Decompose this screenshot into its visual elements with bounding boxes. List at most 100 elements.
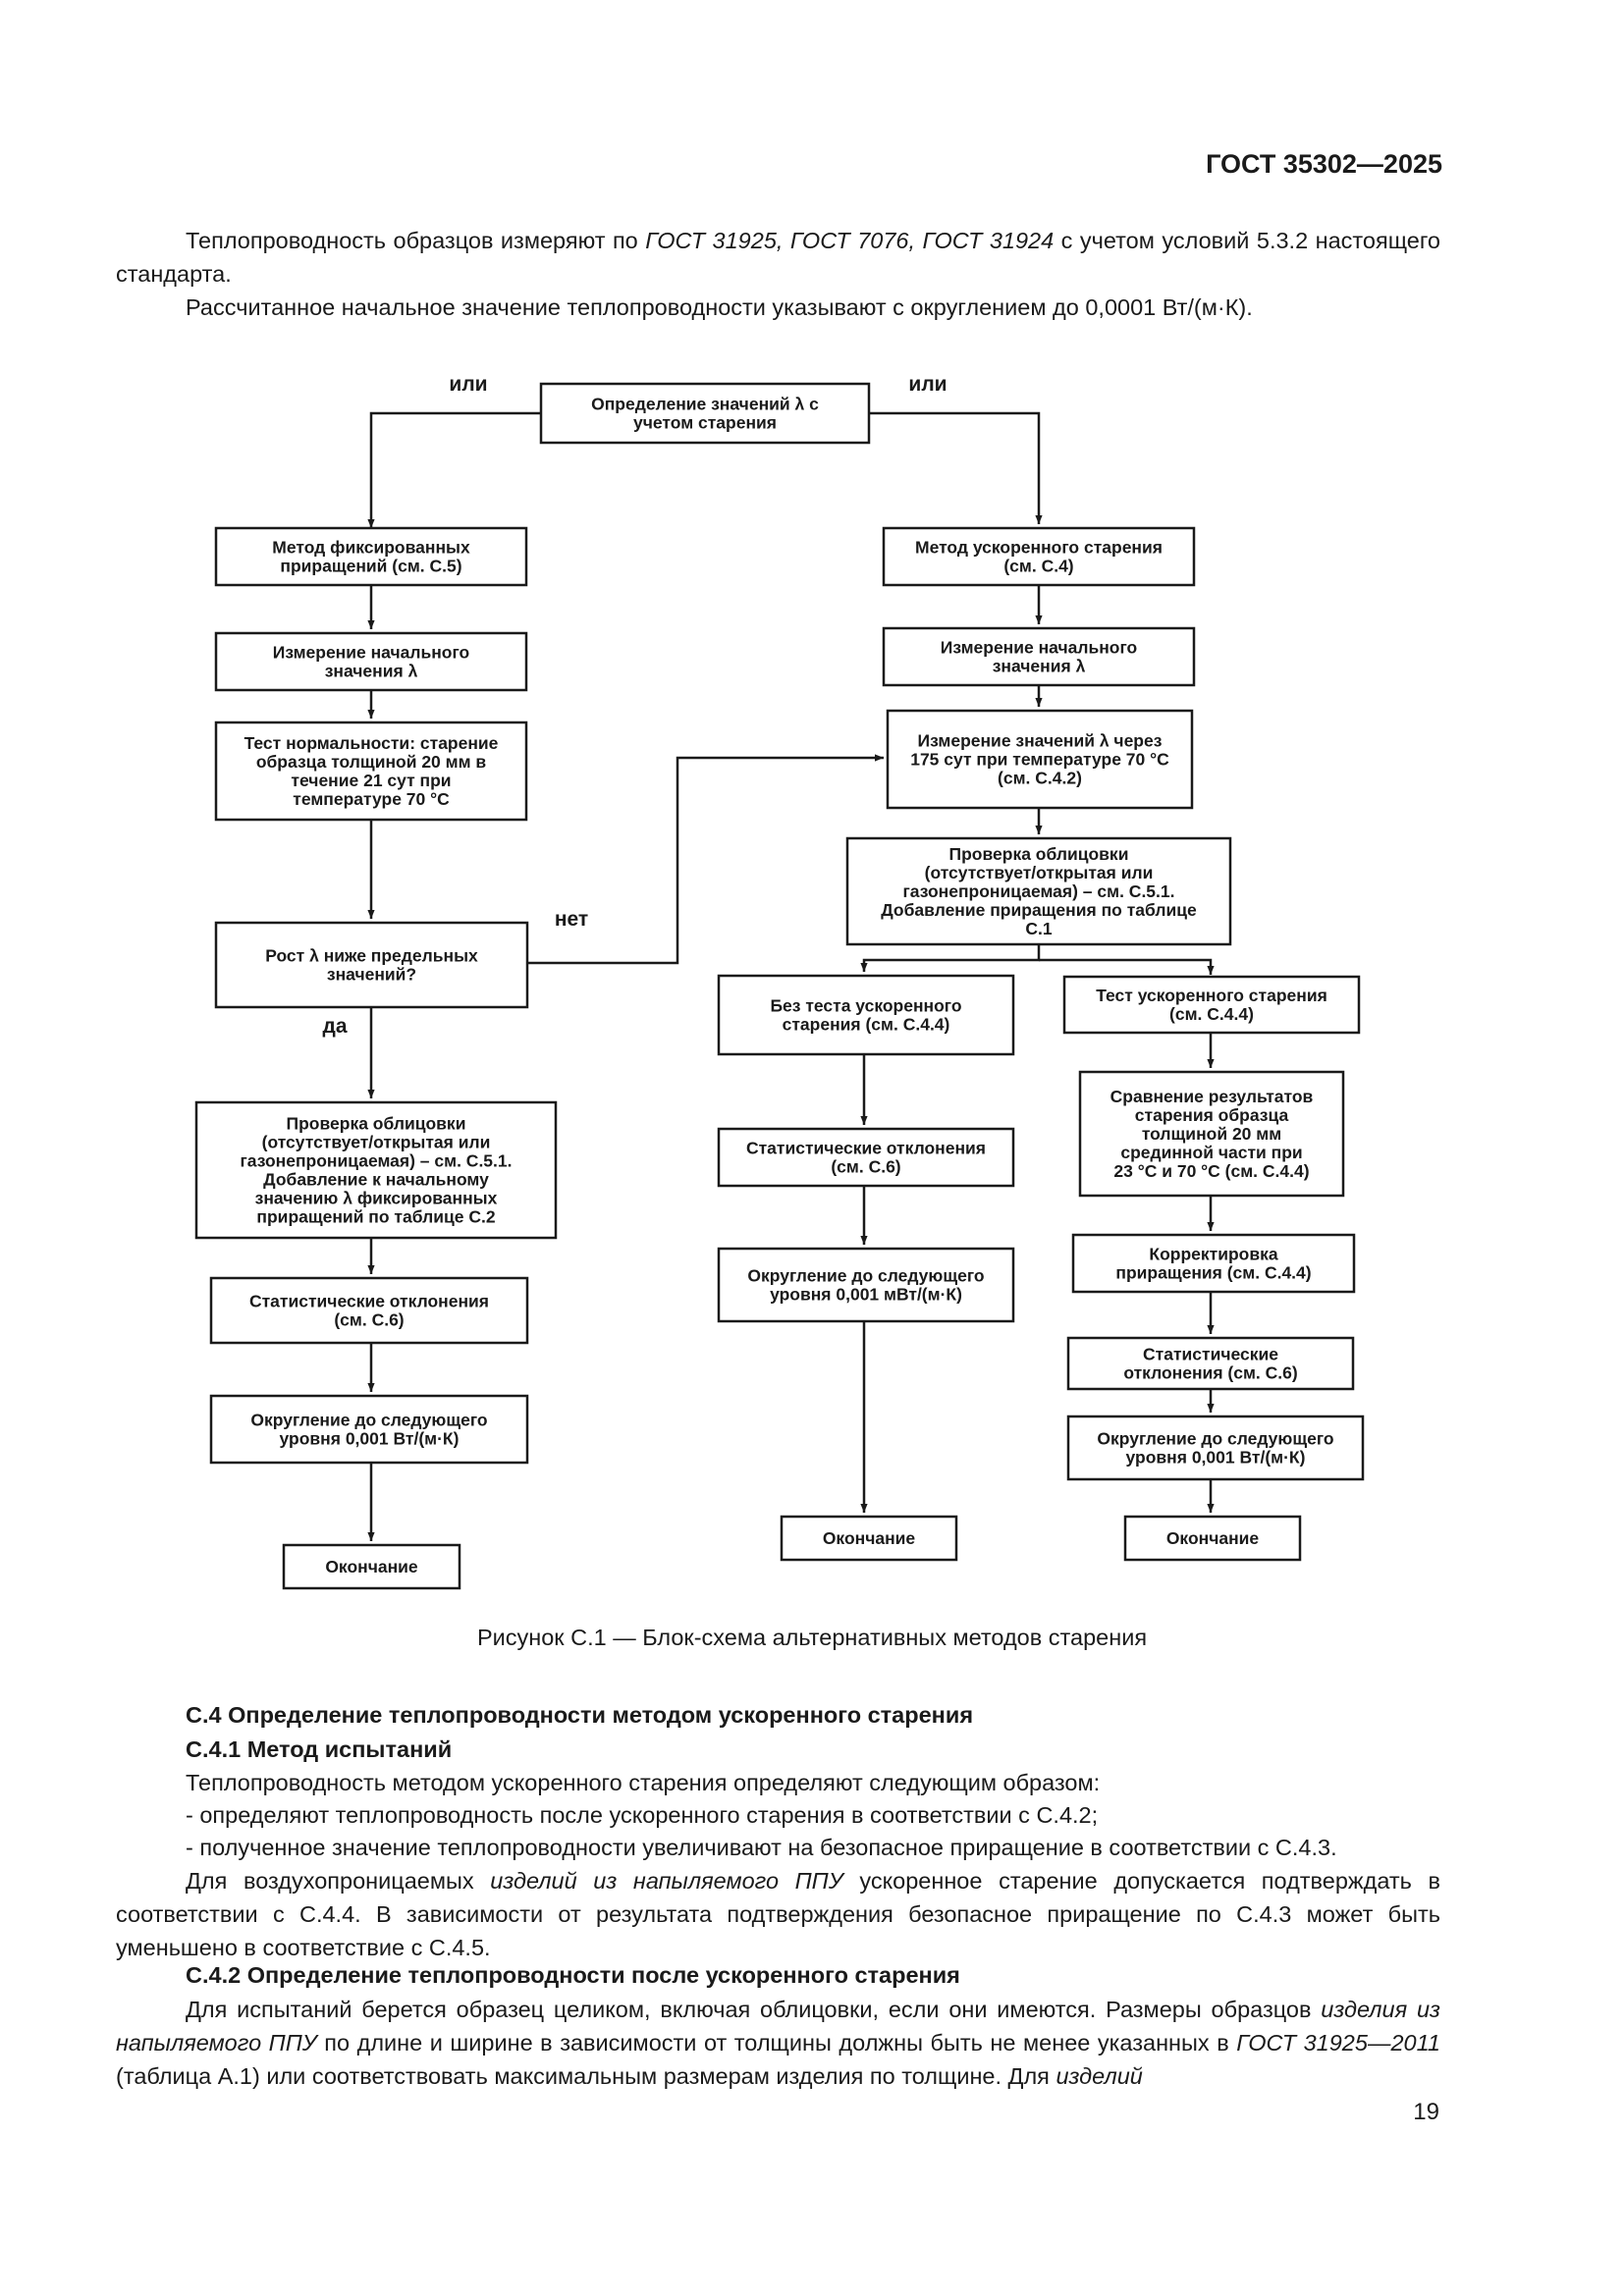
flow-box-text: Статистические отклонения — [746, 1139, 986, 1158]
flow-box-text: значения λ — [993, 657, 1086, 676]
intro-paragraph-2: Рассчитанное начальное значение теплопро… — [186, 294, 1253, 320]
flow-box — [845, 836, 1232, 946]
flow-box — [717, 974, 1015, 1056]
flow-box-text: Тест нормальности: старение — [244, 733, 499, 753]
flow-box-text: газонепроницаемая) – см. С.5.1. — [240, 1151, 512, 1171]
flow-box-text: (отсутствует/открытая или — [262, 1133, 491, 1152]
flow-box-text: Измерение значений λ через — [918, 731, 1163, 751]
flow-box-text: приращений (см. С.5) — [280, 557, 461, 576]
section-heading-c4: С.4 Определение теплопроводности методом… — [186, 1702, 974, 1728]
flow-box-text: старения образца — [1135, 1105, 1289, 1125]
flow-box-text: С.1 — [1025, 919, 1053, 938]
flow-box-text: Округление до следующего — [747, 1266, 984, 1286]
flow-node-right-facing: Проверка облицовки(отсутствует/открытая … — [845, 836, 1232, 946]
page-number: 19 — [1413, 2099, 1439, 2125]
flow-box-text: Определение значений λ с — [591, 395, 819, 414]
flow-box — [1123, 1515, 1302, 1562]
flow-box-text: Метод ускоренного старения — [915, 538, 1163, 558]
flow-box-text: Окончание — [325, 1557, 418, 1576]
flow-box-text: Округление до следующего — [250, 1411, 487, 1430]
flow-box — [1062, 975, 1361, 1035]
flow-box — [882, 526, 1196, 587]
flow-box — [214, 631, 528, 692]
flow-box-text: Рост λ ниже предельных — [265, 946, 478, 966]
flow-box-text: приращения (см. С.4.4) — [1115, 1263, 1311, 1283]
flow-box-text: 175 сут при температуре 70 °С — [910, 750, 1169, 770]
flow-box-text: Добавление приращения по таблице — [881, 900, 1197, 920]
flow-node-left-end: Окончание — [282, 1543, 461, 1590]
flow-box — [214, 921, 529, 1009]
flow-node-mid-stat: Статистические отклонения(см. С.6) — [717, 1127, 1015, 1188]
flow-label-yes: да — [322, 1015, 347, 1038]
sample-paragraph: Для испытаний берется образец целиком, в… — [116, 1997, 1440, 2089]
flow-box-text: (отсутствует/открытая или — [925, 863, 1154, 882]
connector-start-to-accel — [869, 411, 1043, 524]
airpermeable-paragraph: Для воздухопроницаемых изделий из напыля… — [116, 1868, 1441, 1960]
flow-label-or-right: или — [908, 373, 947, 396]
flow-box-text: (см. С.6) — [334, 1310, 404, 1330]
flow-box-text: (см. С.4.4) — [1169, 1004, 1254, 1024]
flowchart-connectors — [367, 411, 1215, 1541]
flow-box — [886, 709, 1194, 810]
flow-box-text: Сравнение результатов — [1110, 1087, 1314, 1106]
connector-start-to-fixed — [367, 411, 541, 528]
flow-box-text: приращений по таблице С.2 — [256, 1207, 495, 1227]
flow-box-text: старения (см. С.4.4) — [783, 1015, 950, 1035]
section-heading-c42: С.4.2 Определение теплопроводности после… — [186, 1962, 960, 1988]
flow-box-text: Округление до следующего — [1097, 1429, 1333, 1449]
flow-box-text: (см. С.4) — [1003, 557, 1073, 576]
flow-box-text: срединной части при — [1120, 1143, 1302, 1162]
intro-paragraph-1: Теплопроводность образцов измеряют по ГО… — [116, 228, 1440, 287]
flow-box-text: Корректировка — [1149, 1245, 1277, 1264]
flow-box-text: уровня 0,001 мВт/(м·К) — [770, 1285, 962, 1305]
document-header: ГОСТ 35302—2025 — [1206, 149, 1442, 179]
flow-box-text: Тест ускоренного старения — [1096, 986, 1327, 1005]
flow-box-text: Окончание — [823, 1528, 916, 1548]
flow-box — [1078, 1070, 1345, 1198]
flow-label-or-left: или — [449, 373, 487, 396]
flow-box-text: Окончание — [1166, 1528, 1260, 1548]
flow-box-text: Метод фиксированных — [272, 538, 470, 558]
flow-node-right-end: Окончание — [1123, 1515, 1302, 1562]
flow-box-text: толщиной 20 мм — [1142, 1124, 1281, 1144]
flow-box — [717, 1127, 1015, 1188]
connector-facing-to-no-accel — [860, 944, 1041, 972]
flow-box — [1066, 1415, 1365, 1481]
section-heading-c41: С.4.1 Метод испытаний — [186, 1736, 453, 1762]
flow-box — [214, 721, 528, 822]
flow-box-text: Добавление к начальному — [263, 1170, 489, 1190]
method-paragraph: Теплопроводность методом ускоренного ста… — [186, 1770, 1101, 1795]
flow-node-accel-method: Метод ускоренного старения(см. С.4) — [882, 526, 1196, 587]
flow-label-no: нет — [555, 908, 588, 931]
flow-box — [282, 1543, 461, 1590]
flow-node-left-stat: Статистические отклонения(см. С.6) — [209, 1276, 529, 1345]
flow-box-text: Измерение начального — [273, 643, 470, 663]
flow-box-text: Статистические — [1143, 1345, 1278, 1364]
flow-box-text: образца толщиной 20 мм в — [256, 752, 487, 772]
flow-box-text: 23 °С и 70 °С (см. С.4.4) — [1113, 1161, 1309, 1181]
flow-node-left-facing: Проверка облицовки(отсутствует/открытая … — [194, 1100, 558, 1240]
flow-box-text: значения λ — [325, 662, 418, 681]
flow-box-text: Статистические отклонения — [249, 1292, 489, 1311]
flow-box — [194, 1100, 558, 1240]
flow-box-text: Проверка облицовки — [949, 844, 1129, 864]
flow-box-text: течение 21 сут при — [291, 771, 451, 790]
flow-box-text: (см. С.6) — [831, 1157, 900, 1177]
flow-node-accel-test: Тест ускоренного старения(см. С.4.4) — [1062, 975, 1361, 1035]
flow-box — [1071, 1233, 1356, 1294]
flow-box — [209, 1394, 529, 1465]
